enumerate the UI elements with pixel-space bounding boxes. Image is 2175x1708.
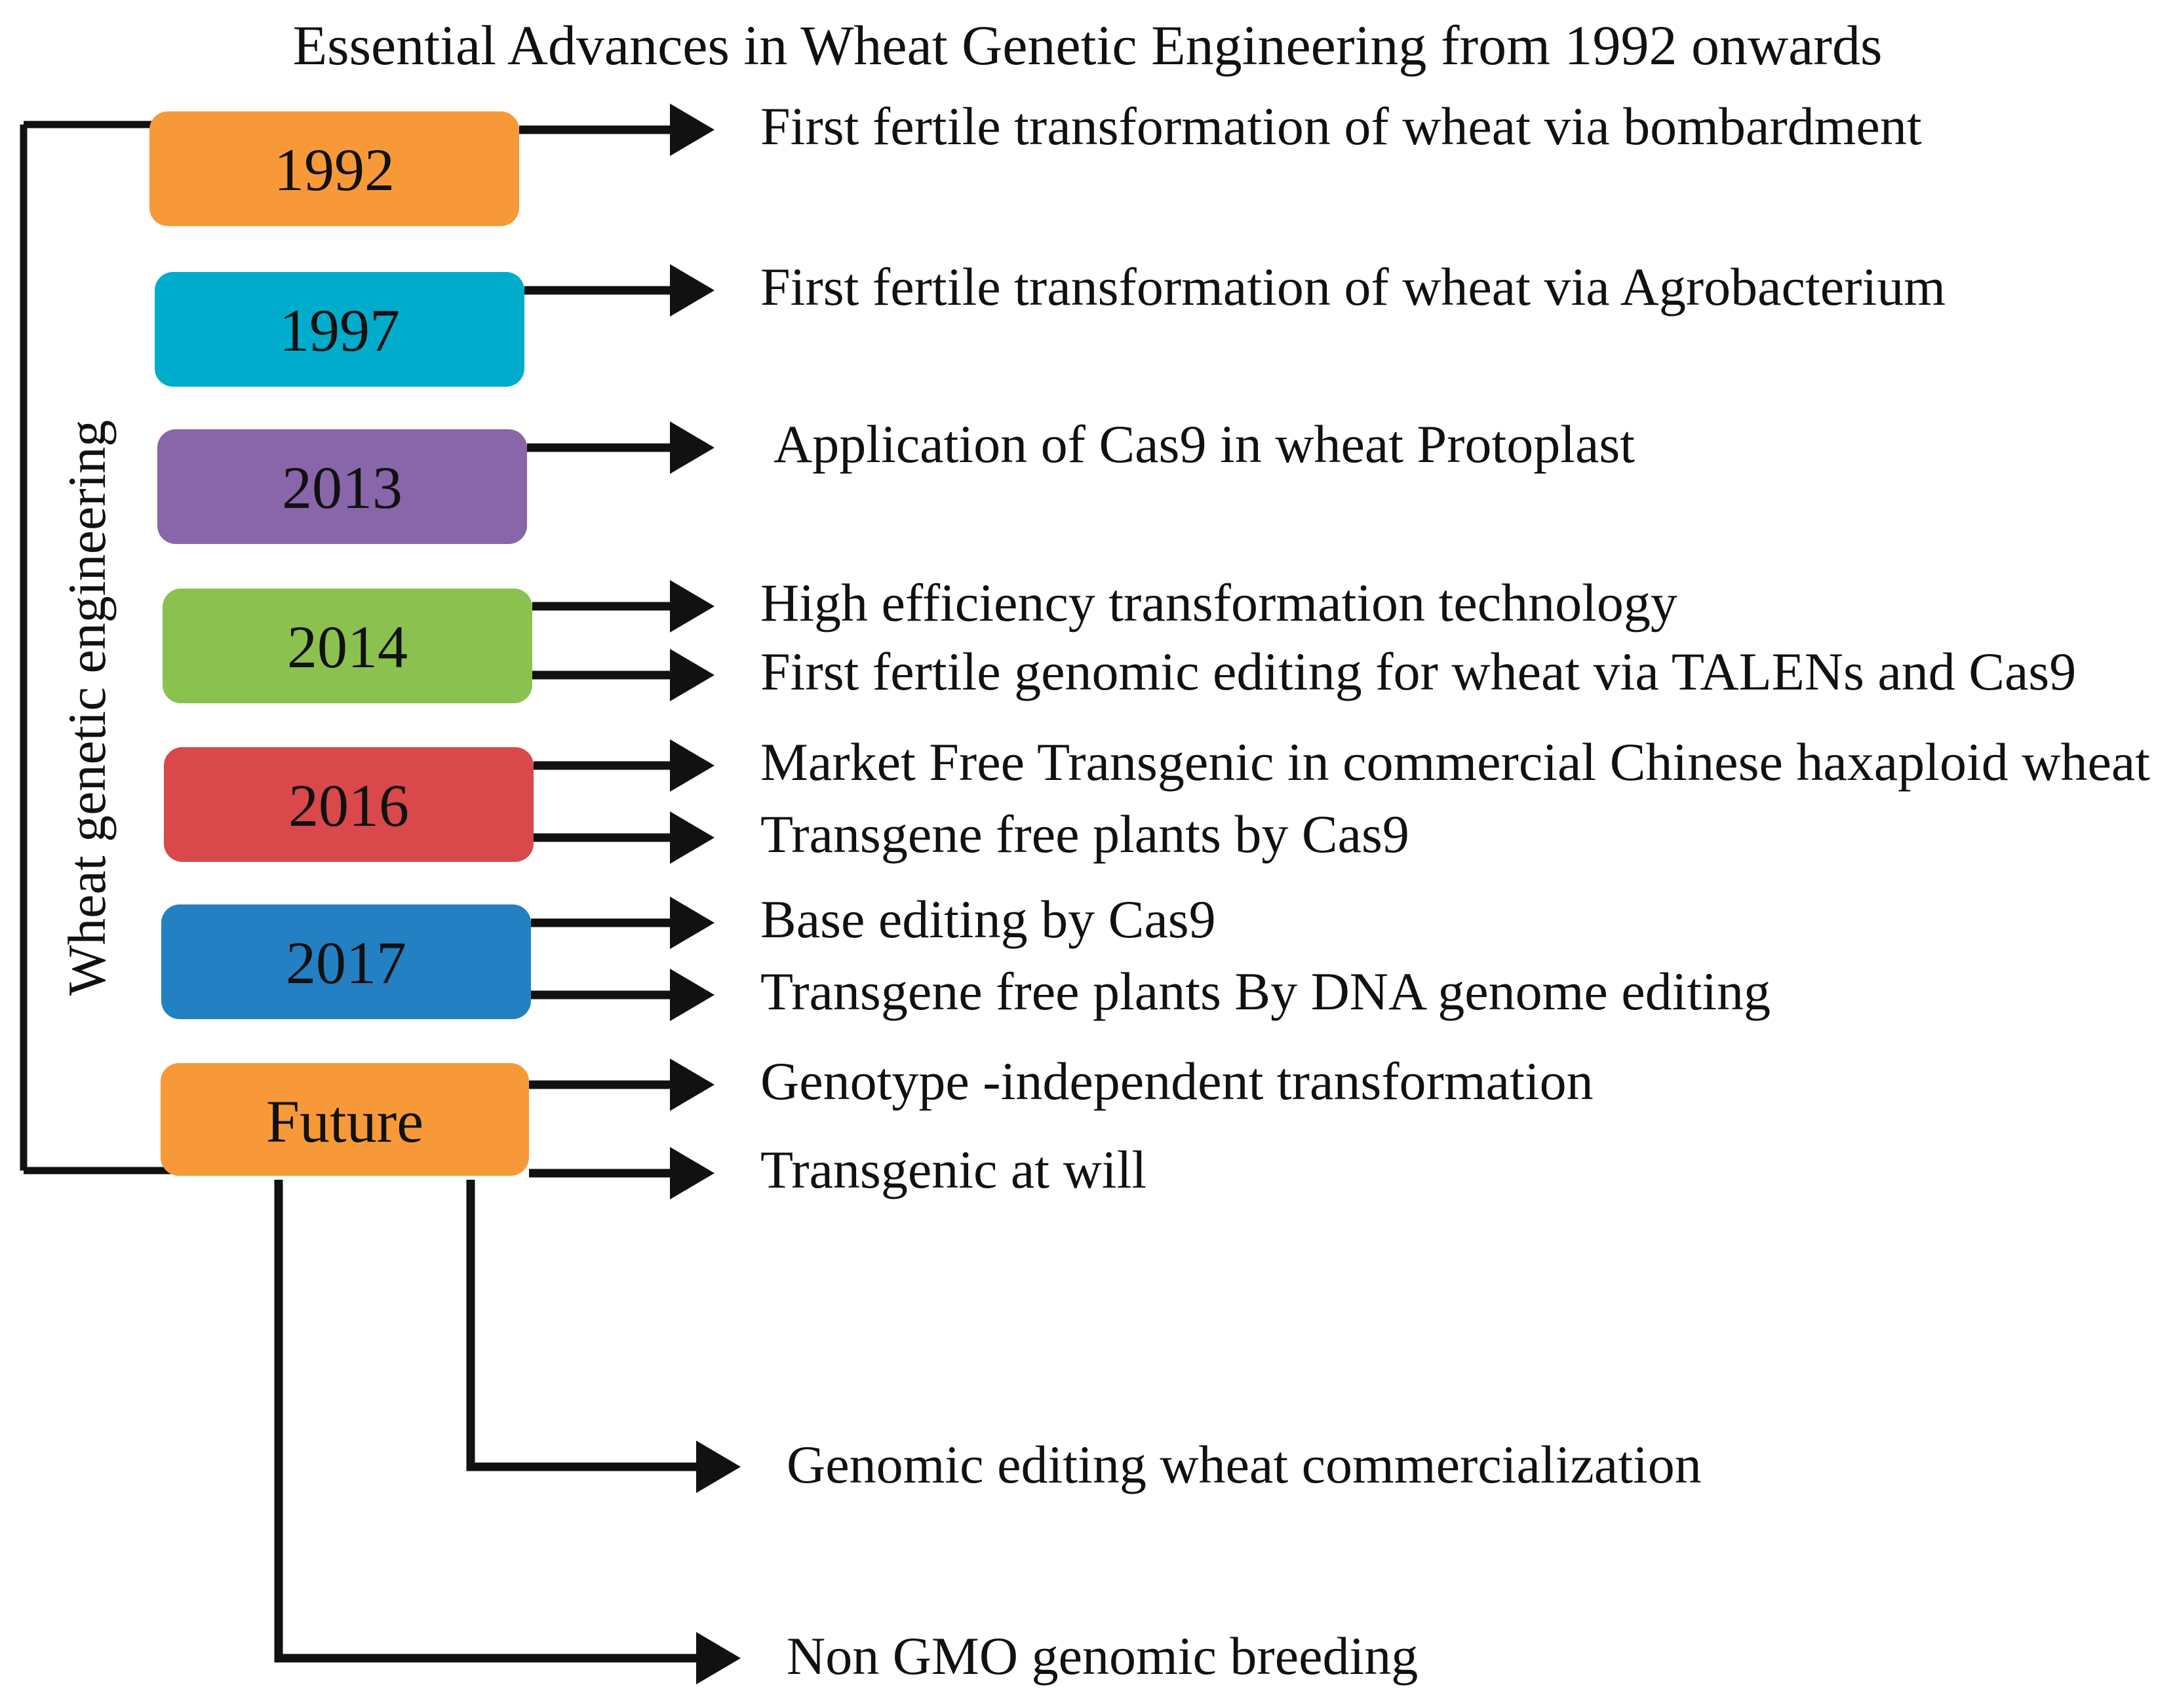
event-label: Transgene free plants by Cas9 — [760, 804, 1409, 864]
arrowhead-icon — [670, 264, 715, 317]
year-label: 2014 — [287, 613, 408, 680]
branch-label: Genomic editing wheat commercialization — [787, 1435, 1702, 1494]
event-label: First fertile transformation of wheat vi… — [760, 257, 1946, 317]
timeline-row-1997[interactable]: 1997 First fertile transformation of whe… — [155, 257, 1946, 387]
year-box-1992[interactable] — [149, 111, 519, 226]
arrowhead-icon — [696, 1632, 741, 1684]
future-branch-non-gmo[interactable]: Non GMO genomic breeding — [274, 1180, 1418, 1686]
event-label: First fertile genomic editing for wheat … — [760, 642, 2076, 701]
event-label: High efficiency transformation technolog… — [760, 573, 1677, 632]
branch-label: Non GMO genomic breeding — [787, 1626, 1418, 1686]
year-box-future[interactable] — [161, 1063, 529, 1176]
event-label: First fertile transformation of wheat vi… — [760, 96, 1922, 156]
year-label: Future — [266, 1088, 423, 1155]
arrowhead-icon — [670, 1058, 715, 1111]
page-title: Essential Advances in Wheat Genetic Engi… — [293, 14, 1883, 77]
arrowhead-icon — [670, 104, 715, 156]
year-label: 2013 — [282, 454, 402, 521]
arrowhead-icon — [670, 421, 715, 474]
year-label: 2016 — [288, 772, 409, 839]
year-label: 1997 — [279, 297, 400, 364]
event-label: Transgenic at will — [760, 1140, 1146, 1199]
arrowhead-icon — [670, 969, 715, 1021]
timeline-row-2014[interactable]: 2014 High efficiency transformation tech… — [163, 573, 2076, 703]
year-box-2013[interactable] — [157, 429, 527, 544]
arrowhead-icon — [670, 1147, 715, 1199]
year-box-2014[interactable] — [163, 589, 532, 703]
timeline-row-2017[interactable]: 2017 Base editing by Cas9 Transgene free… — [161, 889, 1771, 1021]
future-branch-commercialization[interactable]: Genomic editing wheat commercialization — [466, 1180, 1702, 1494]
year-label: 1992 — [274, 136, 395, 203]
year-box-2016[interactable] — [164, 747, 534, 862]
event-label: Genotype -independent transformation — [760, 1051, 1594, 1111]
arrowhead-icon — [696, 1441, 741, 1493]
event-label: Application of Cas9 in wheat Protoplast — [774, 414, 1635, 474]
year-label: 2017 — [286, 929, 406, 996]
arrowhead-icon — [670, 897, 715, 949]
axis-label: Wheat genetic engineering — [57, 420, 117, 996]
event-label: Base editing by Cas9 — [760, 889, 1216, 949]
year-box-2017[interactable] — [161, 904, 531, 1019]
arrowhead-icon — [670, 811, 715, 864]
event-label: Market Free Transgenic in commercial Chi… — [760, 732, 2150, 792]
timeline-row-1992[interactable]: 1992 First fertile transformation of whe… — [149, 96, 1922, 226]
timeline-row-2016[interactable]: 2016 Market Free Transgenic in commercia… — [164, 732, 2150, 864]
left-bracket — [20, 121, 172, 1174]
arrowhead-icon — [670, 649, 715, 701]
event-label: Transgene free plants By DNA genome edit… — [760, 961, 1771, 1021]
timeline-row-2013[interactable]: 2013 Application of Cas9 in wheat Protop… — [157, 414, 1635, 544]
year-box-1997[interactable] — [155, 272, 524, 387]
arrowhead-icon — [670, 580, 715, 632]
timeline-row-future[interactable]: Future Genotype -independent transformat… — [161, 1051, 1594, 1199]
arrowhead-icon — [670, 739, 715, 792]
